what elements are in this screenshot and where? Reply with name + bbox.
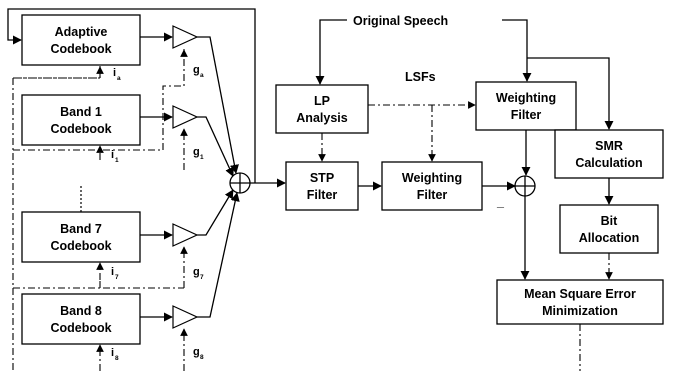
svg-text:i: i — [111, 149, 114, 161]
lsfs-label: LSFs — [405, 70, 436, 84]
gain-label-g7: g 7 — [193, 266, 204, 281]
svg-text:Codebook: Codebook — [50, 42, 111, 56]
svg-text:Weighting: Weighting — [496, 91, 556, 105]
svg-text:STP: STP — [310, 171, 334, 185]
svg-text:g: g — [193, 266, 200, 278]
band8-codebook-box: Band 8 Codebook — [21, 293, 141, 345]
svg-text:a: a — [200, 72, 204, 79]
svg-text:Codebook: Codebook — [50, 239, 111, 253]
band1-codebook-box: Band 1 Codebook — [21, 94, 141, 146]
gain-label-g1: g 1 — [193, 146, 204, 161]
svg-text:_: _ — [496, 195, 505, 209]
summing-junction-excitation — [229, 172, 251, 194]
index-label-i1: i 1 — [111, 149, 119, 164]
index-label-i7: i 7 — [111, 266, 119, 281]
svg-text:Analysis: Analysis — [296, 111, 347, 125]
weighting-filter-top-box: Weighting Filter — [475, 81, 577, 131]
original-speech-label: Original Speech — [353, 14, 448, 28]
svg-text:i: i — [111, 347, 114, 359]
svg-text:g: g — [193, 146, 200, 158]
svg-text:Filter: Filter — [417, 188, 448, 202]
svg-text:Filter: Filter — [307, 188, 338, 202]
adaptive-codebook-box: Adaptive Codebook — [21, 14, 141, 66]
stp-filter-box: STP Filter — [285, 161, 359, 211]
smr-calculation-box: SMR Calculation — [554, 129, 664, 179]
svg-text:Band 7: Band 7 — [60, 222, 102, 236]
svg-text:a: a — [117, 75, 121, 82]
svg-text:Minimization: Minimization — [542, 304, 618, 318]
gain-amplifier-band8 — [172, 305, 199, 329]
lp-analysis-box: LP Analysis — [275, 84, 369, 134]
svg-text:LP: LP — [314, 94, 330, 108]
gain-amplifier-adaptive — [172, 25, 199, 49]
svg-text:Mean Square Error: Mean Square Error — [524, 287, 636, 301]
svg-text:Adaptive: Adaptive — [55, 25, 108, 39]
svg-text:7: 7 — [115, 274, 119, 281]
svg-text:Band 1: Band 1 — [60, 105, 102, 119]
svg-text:i: i — [111, 266, 114, 278]
svg-text:Bit: Bit — [601, 214, 619, 228]
band7-codebook-box: Band 7 Codebook — [21, 211, 141, 263]
svg-text:g: g — [193, 346, 200, 358]
svg-text:Filter: Filter — [511, 108, 542, 122]
svg-text:Band 8: Band 8 — [60, 304, 102, 318]
svg-text:g: g — [193, 64, 200, 76]
gain-label-ga: g a — [193, 64, 204, 79]
index-label-i8: i 8 — [111, 347, 119, 362]
svg-text:SMR: SMR — [595, 139, 623, 153]
svg-text:8: 8 — [200, 354, 204, 361]
svg-text:1: 1 — [200, 154, 204, 161]
svg-text:1: 1 — [115, 157, 119, 164]
svg-text:Calculation: Calculation — [575, 156, 642, 170]
svg-text:7: 7 — [200, 274, 204, 281]
svg-text:Weighting: Weighting — [402, 171, 462, 185]
gain-label-g8: g 8 — [193, 346, 204, 361]
svg-text:Codebook: Codebook — [50, 321, 111, 335]
gain-amplifier-band1 — [172, 105, 199, 129]
svg-text:Allocation: Allocation — [579, 231, 639, 245]
index-label-ia: i a — [113, 67, 121, 82]
svg-text:8: 8 — [115, 355, 119, 362]
mse-minimization-box: Mean Square Error Minimization — [496, 279, 664, 325]
weighting-filter-bottom-box: Weighting Filter — [381, 161, 483, 211]
gain-amplifier-band7 — [172, 223, 199, 247]
svg-text:Codebook: Codebook — [50, 122, 111, 136]
svg-text:i: i — [113, 67, 116, 79]
summing-junction-error — [514, 175, 536, 197]
bit-allocation-box: Bit Allocation — [559, 204, 659, 254]
